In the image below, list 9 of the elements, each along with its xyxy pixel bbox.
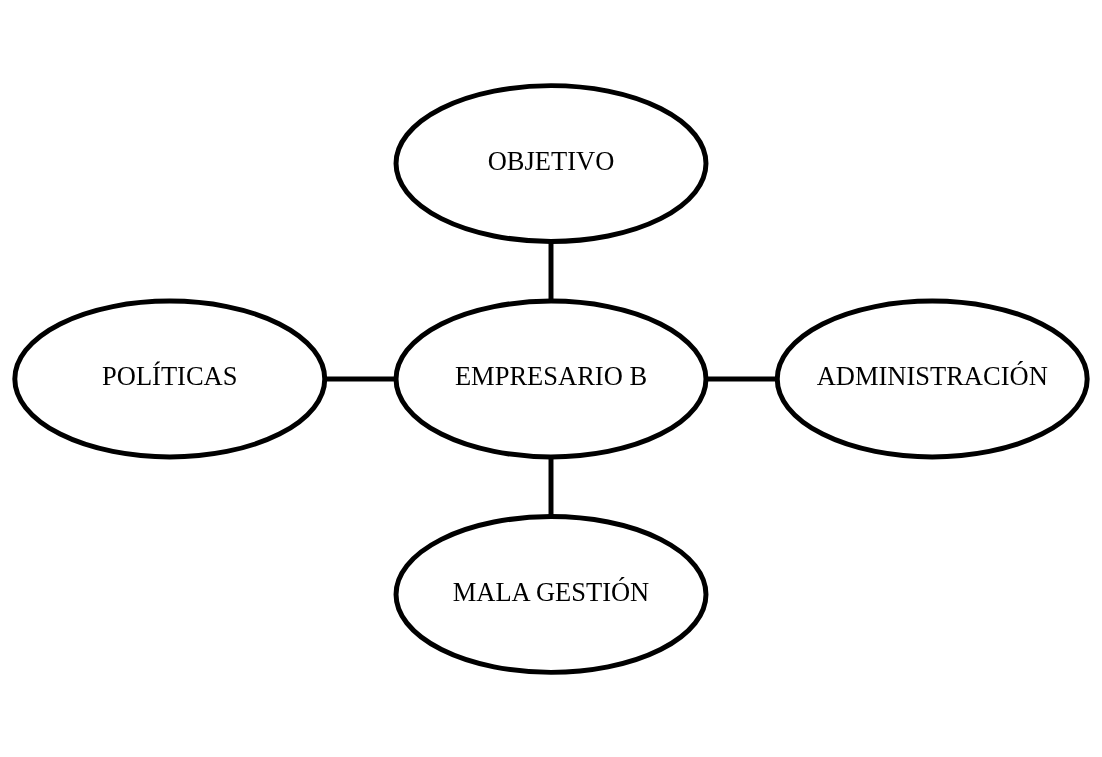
connector [548, 241, 554, 301]
node-ellipse: MALA GESTIÓN [393, 513, 709, 675]
node-ellipse: EMPRESARIO B [393, 298, 709, 459]
connector [706, 376, 778, 381]
connector [325, 376, 396, 381]
node-ellipse: POLÍTICAS [12, 298, 328, 459]
node-ellipse: ADMINISTRACIÓN [774, 298, 1090, 459]
connector [548, 456, 554, 516]
node-ellipse: OBJETIVO [393, 82, 709, 244]
